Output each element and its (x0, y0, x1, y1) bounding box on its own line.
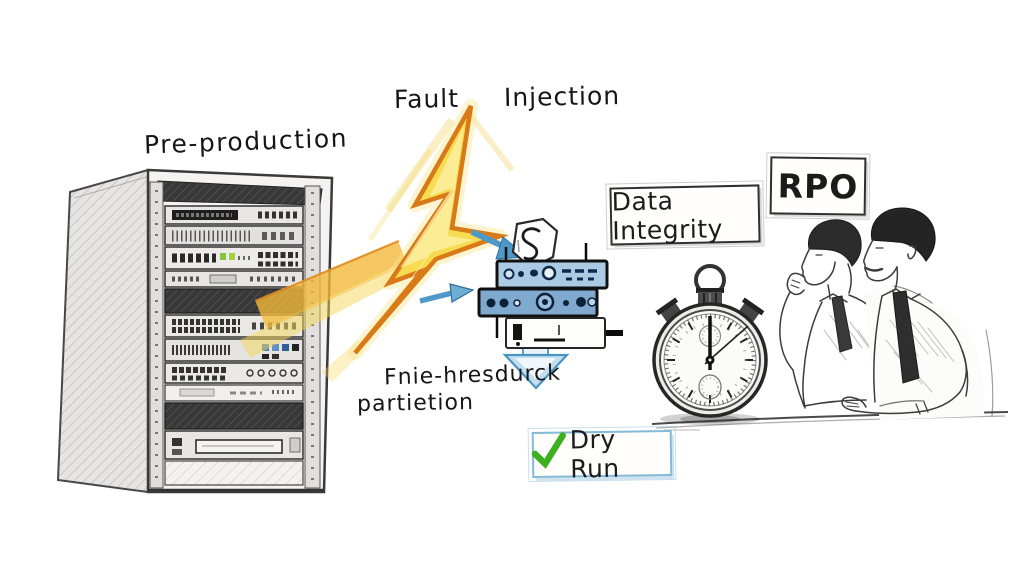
people-sketch (779, 207, 994, 420)
fault-injection-label: Fault Injection (393, 81, 621, 114)
checkmark-icon (531, 432, 566, 469)
network-devices (477, 243, 623, 390)
switch-device (477, 287, 599, 318)
network-partition-label-line1: Fnie-hresdurck (383, 360, 562, 391)
rack-units (148, 205, 324, 492)
dry-run-label: Dry Run (569, 424, 620, 484)
rpo-box: RPO (765, 152, 871, 220)
rpo-label: RPO (777, 165, 859, 207)
shield-s-icon (511, 217, 559, 270)
stopwatch-icon (652, 264, 768, 425)
fault-beam (240, 240, 408, 382)
data-integrity-label: Data Integrity (611, 186, 724, 246)
injection-arrow-mid (419, 283, 475, 304)
dry-run-box: Dry Run (527, 425, 677, 483)
network-partition-label-line2: partietion (356, 389, 475, 418)
server-rack (56, 168, 334, 494)
data-integrity-box: Data Integrity (605, 180, 765, 250)
router-device (495, 259, 609, 290)
person-left (779, 219, 895, 409)
chassis-box (505, 317, 606, 349)
person-right (841, 207, 994, 420)
